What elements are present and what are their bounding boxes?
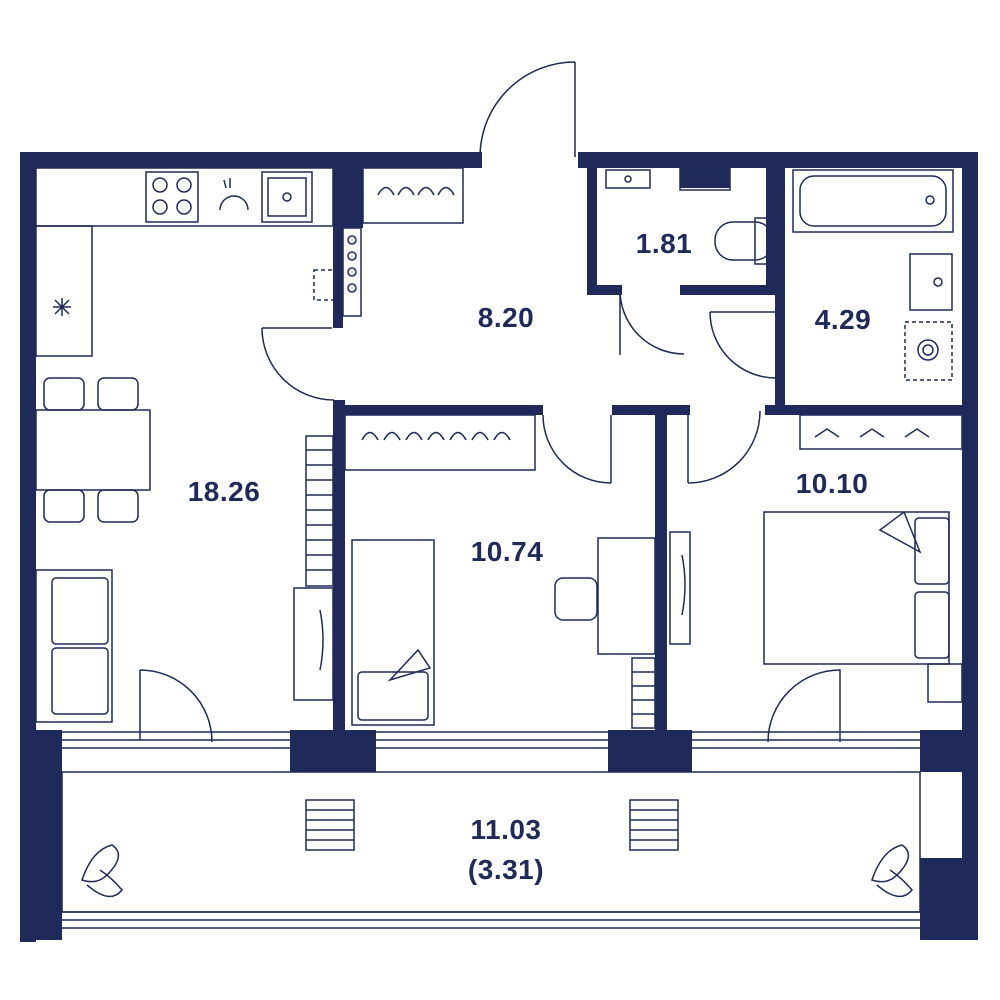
room-area-wc: 1.81 (635, 228, 693, 259)
room-area-hall: 8.20 (477, 302, 535, 333)
hall-fixtures (261, 61, 777, 484)
walls (20, 152, 978, 942)
room-area-main-bedroom: 10.10 (795, 468, 869, 499)
wc-fixtures (605, 167, 774, 265)
kitchen-furniture (35, 167, 362, 743)
windows (62, 731, 920, 749)
room-area-small-bedroom: 10.74 (470, 536, 544, 567)
balcony-area: 11.03 (470, 814, 542, 845)
room-area-balcony: 11.03 (3.31) (468, 810, 544, 890)
bathroom-fixtures (792, 169, 954, 381)
room-area-bathroom: 4.29 (814, 304, 872, 335)
main-bedroom-furniture (669, 414, 963, 743)
room-area-living-kitchen: 18.26 (187, 476, 261, 507)
balcony-reduced-area: (3.31) (467, 854, 545, 885)
small-bedroom-furniture (344, 414, 656, 729)
balcony-fixtures (61, 771, 921, 929)
